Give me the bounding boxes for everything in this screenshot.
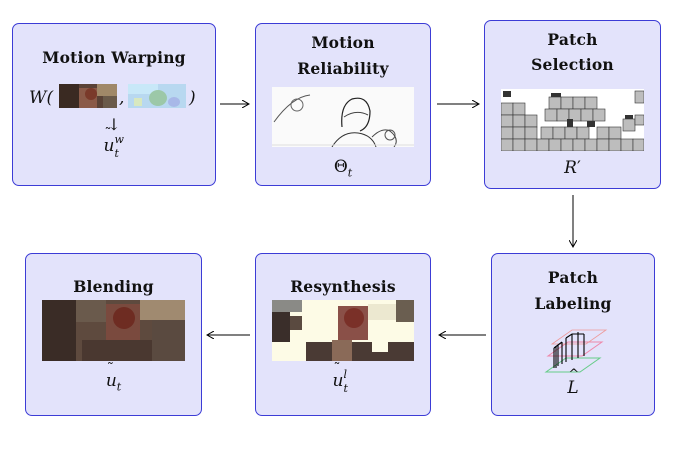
motion-reliability-title-line2: Reliability	[297, 59, 389, 78]
motion-reliability-box: Motion Reliability Θt	[255, 23, 431, 186]
patch-labeling-title-line2: Labeling	[534, 294, 612, 313]
formula-comma: ,	[119, 88, 125, 108]
optical-flow-thumbnail	[128, 84, 186, 108]
patch-labeling-box: Patch Labeling ^ L	[491, 253, 655, 416]
blending-output: ˜ ut	[105, 361, 122, 394]
patch-labeling-title-line1: Patch	[547, 268, 599, 287]
selected-patches-thumbnail	[501, 89, 644, 151]
blended-result-thumbnail	[42, 300, 185, 361]
down-arrow: ↓	[107, 115, 121, 134]
blending-box: Blending ˜ ut	[25, 253, 202, 416]
resynthesis-title: Resynthesis	[290, 277, 396, 296]
motion-warping-title: Motion Warping	[42, 48, 186, 67]
patch-selection-box: Patch Selection R′	[484, 20, 661, 189]
reliability-output: Θt	[333, 157, 353, 180]
label-graph-thumbnail	[544, 329, 608, 373]
resynthesized-thumbnail	[272, 300, 414, 361]
patch-selection-title-line2: Selection	[531, 55, 614, 74]
warping-formula: W( , )	[29, 84, 209, 110]
patch-labeling-output: ^ L	[567, 367, 580, 398]
blending-title: Blending	[73, 277, 154, 296]
formula-close: )	[189, 88, 196, 108]
frame-thumbnail	[59, 84, 117, 108]
patch-selection-title-line1: Patch	[547, 30, 598, 49]
warp-function: W(	[29, 88, 54, 108]
patch-selection-output: R′	[564, 158, 581, 178]
motion-reliability-title-line1: Motion	[311, 33, 375, 52]
reliability-map-thumbnail	[272, 87, 414, 147]
